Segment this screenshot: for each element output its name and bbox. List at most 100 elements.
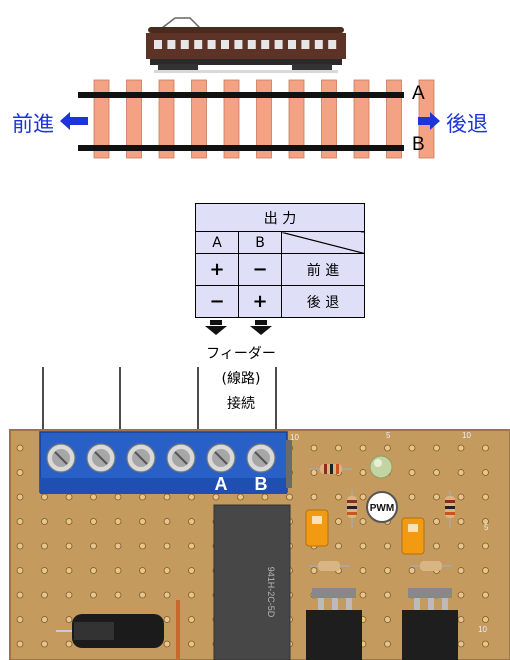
- pcb-hole: [188, 542, 195, 550]
- pcb-hole: [408, 567, 416, 574]
- resistor-lower-left: [310, 561, 350, 571]
- pcb-hole: [114, 591, 122, 599]
- pcb-hole: [139, 493, 146, 501]
- feeder-label-line1: フィーダー: [206, 346, 276, 362]
- pcb-hole: [482, 567, 489, 574]
- col-b-header: B: [238, 231, 282, 254]
- rail-a: [78, 92, 404, 98]
- pcb-hole: [482, 542, 489, 550]
- train-window: [154, 40, 162, 49]
- pcb-hole: [482, 591, 489, 599]
- pcb-hole: [482, 469, 489, 476]
- terminal-block-base: [40, 478, 287, 494]
- resistor-middle: [347, 490, 357, 528]
- pcb-hole: [457, 444, 465, 452]
- train-bogie-rear: [292, 64, 332, 70]
- pcb-hole: [482, 444, 489, 452]
- pcb-hole: [163, 493, 171, 501]
- train-window: [261, 40, 270, 49]
- pcb-hole: [90, 518, 97, 525]
- pcb-hole: [114, 493, 122, 501]
- rail-b: [78, 145, 404, 151]
- pcb-hole: [114, 518, 122, 525]
- pcb-hole: [335, 518, 342, 525]
- pcb-hole: [65, 640, 73, 648]
- rail-a-label: A: [412, 83, 425, 104]
- rail-b-label: B: [412, 134, 425, 155]
- train-window: [328, 40, 337, 49]
- pcb-hole: [261, 493, 269, 501]
- jumper-left: [305, 509, 329, 547]
- table-row: + − 前 進: [195, 253, 366, 286]
- pcb-hole: [65, 518, 73, 525]
- pcb-hole: [41, 493, 48, 501]
- pcb-hole: [188, 591, 195, 599]
- pcb-hole: [335, 493, 342, 501]
- train-car: [146, 17, 346, 73]
- feeder-wires: [42, 367, 277, 440]
- pcb-hole: [16, 591, 24, 599]
- pcb-hole: [139, 518, 146, 525]
- pcb-hole: [188, 493, 195, 501]
- train-window: [194, 40, 203, 49]
- pantograph: [161, 17, 201, 29]
- terminal-b-label: B: [255, 474, 268, 494]
- terminal-screw-slot: [254, 451, 268, 465]
- row-forward-state: 前 進: [280, 253, 366, 286]
- terminal-screws: [46, 443, 276, 473]
- pcb-hole: [16, 518, 24, 525]
- pcb-hole: [163, 542, 171, 550]
- pcb-hole: [65, 591, 73, 599]
- train-window: [207, 40, 216, 49]
- track-tie: [321, 79, 337, 159]
- down-arrow-b-icon: [250, 320, 272, 335]
- pcb-hole: [90, 493, 97, 501]
- feeder-label: フィーダー (線路) 接続: [196, 342, 286, 417]
- track-tie: [256, 79, 272, 159]
- pcb-hole: [16, 567, 24, 574]
- pcb-hole: [65, 616, 73, 623]
- pwm-badge: [366, 491, 398, 523]
- pcb-hole: [163, 616, 171, 623]
- forward-label: 前進: [12, 112, 54, 136]
- pcb-hole: [359, 444, 367, 452]
- terminal-end-cap: [286, 440, 292, 488]
- train-window: [234, 40, 243, 49]
- silk-5-top: 5: [386, 431, 391, 440]
- jumper-right: [401, 517, 425, 555]
- pcb-hole: [433, 469, 440, 476]
- pcb-hole: [41, 567, 48, 574]
- relay-label: 941H-2C-5D: [266, 567, 276, 618]
- row-reverse-a: −: [195, 285, 239, 318]
- pcb-hole: [359, 567, 367, 574]
- pcb-board: 941H-2C-5D PWM: [9, 429, 510, 660]
- pcb-hole: [16, 469, 24, 476]
- pcb-hole: [41, 518, 48, 525]
- forward-arrow-icon: [60, 112, 88, 130]
- train-window: [301, 40, 310, 49]
- resistor-lower-right: [410, 561, 452, 571]
- pcb-hole: [457, 493, 465, 501]
- terminal-screw-slot: [214, 451, 228, 465]
- pcb-hole: [408, 444, 416, 452]
- pcb-hole: [16, 640, 24, 648]
- pcb-hole: [359, 591, 367, 599]
- pcb-hole: [65, 493, 73, 501]
- pcb-hole: [433, 493, 440, 501]
- track-tie: [353, 79, 370, 159]
- pcb-hole: [65, 542, 73, 550]
- pcb-hole: [384, 616, 391, 623]
- pcb-hole: [482, 616, 489, 623]
- track-tie: [223, 79, 240, 159]
- train-window: [247, 40, 256, 49]
- row-forward-b: −: [238, 253, 282, 286]
- pcb-hole: [188, 640, 195, 648]
- track-tie: [386, 79, 402, 159]
- pcb-hole: [163, 567, 171, 574]
- col-a-header: A: [195, 231, 239, 254]
- pcb-hole: [384, 444, 391, 452]
- pcb-hole: [457, 616, 465, 623]
- pcb-hole: [359, 469, 367, 476]
- pcb-hole: [237, 493, 244, 501]
